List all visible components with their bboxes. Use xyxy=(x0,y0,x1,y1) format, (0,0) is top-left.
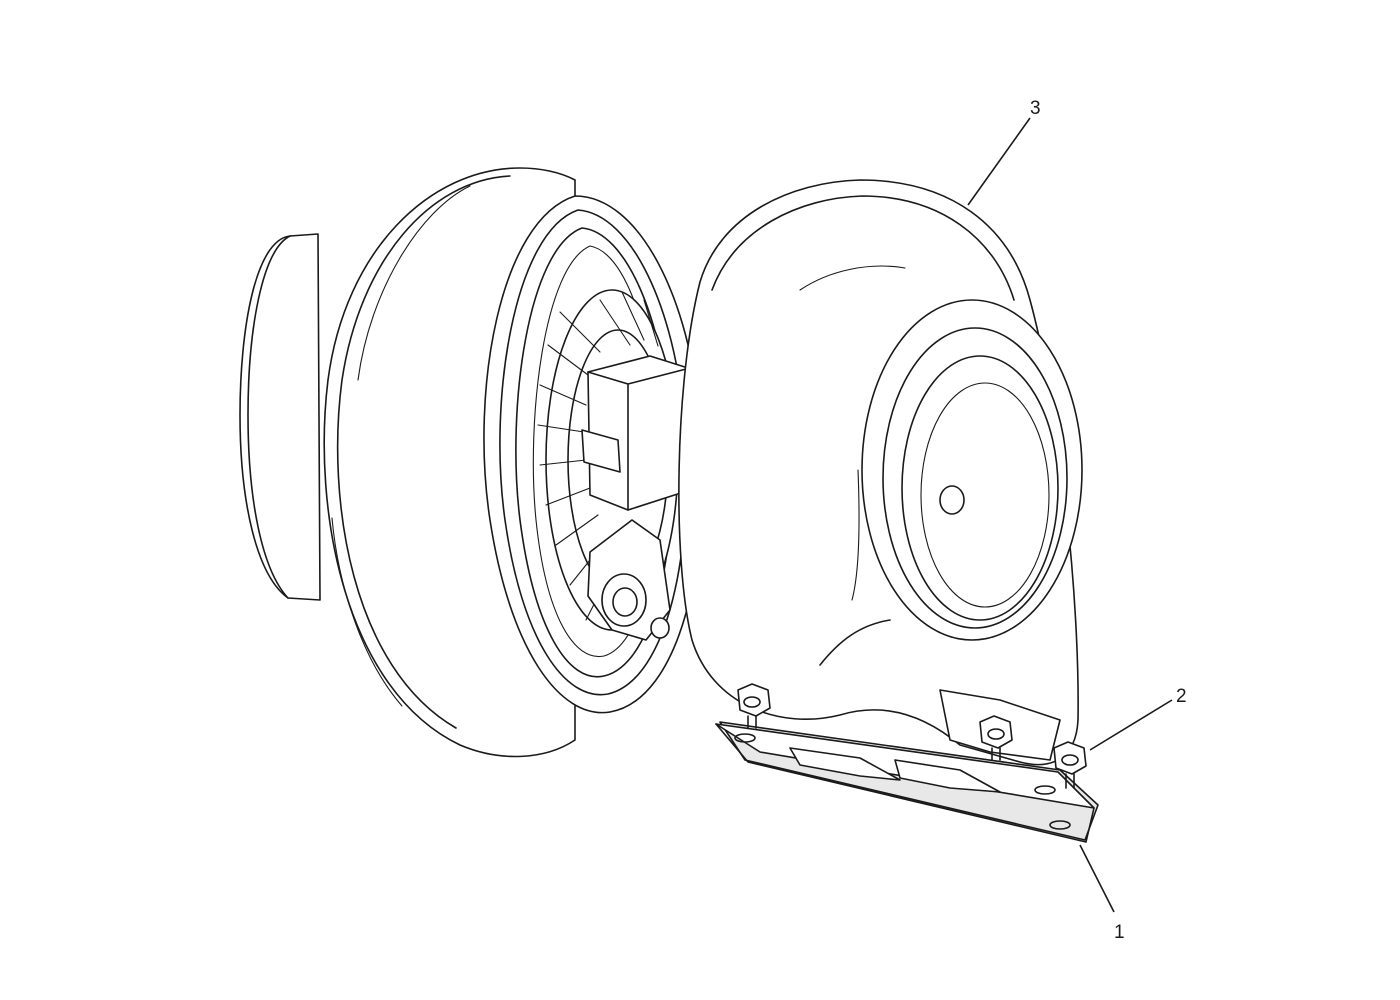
center-housing xyxy=(537,289,691,641)
callout-2-label: 2 xyxy=(1176,686,1187,707)
nut-right xyxy=(1053,741,1087,789)
gasket xyxy=(715,721,1099,843)
turbine-housing xyxy=(678,179,1083,766)
nut-middle xyxy=(979,715,1013,761)
callout-2: 2 xyxy=(1089,686,1187,751)
callout-1: 1 xyxy=(1079,844,1125,943)
callout-3: 3 xyxy=(967,98,1041,206)
callout-3-label: 3 xyxy=(1030,98,1041,119)
callout-1-label: 1 xyxy=(1114,922,1125,943)
nut-left xyxy=(737,683,771,729)
